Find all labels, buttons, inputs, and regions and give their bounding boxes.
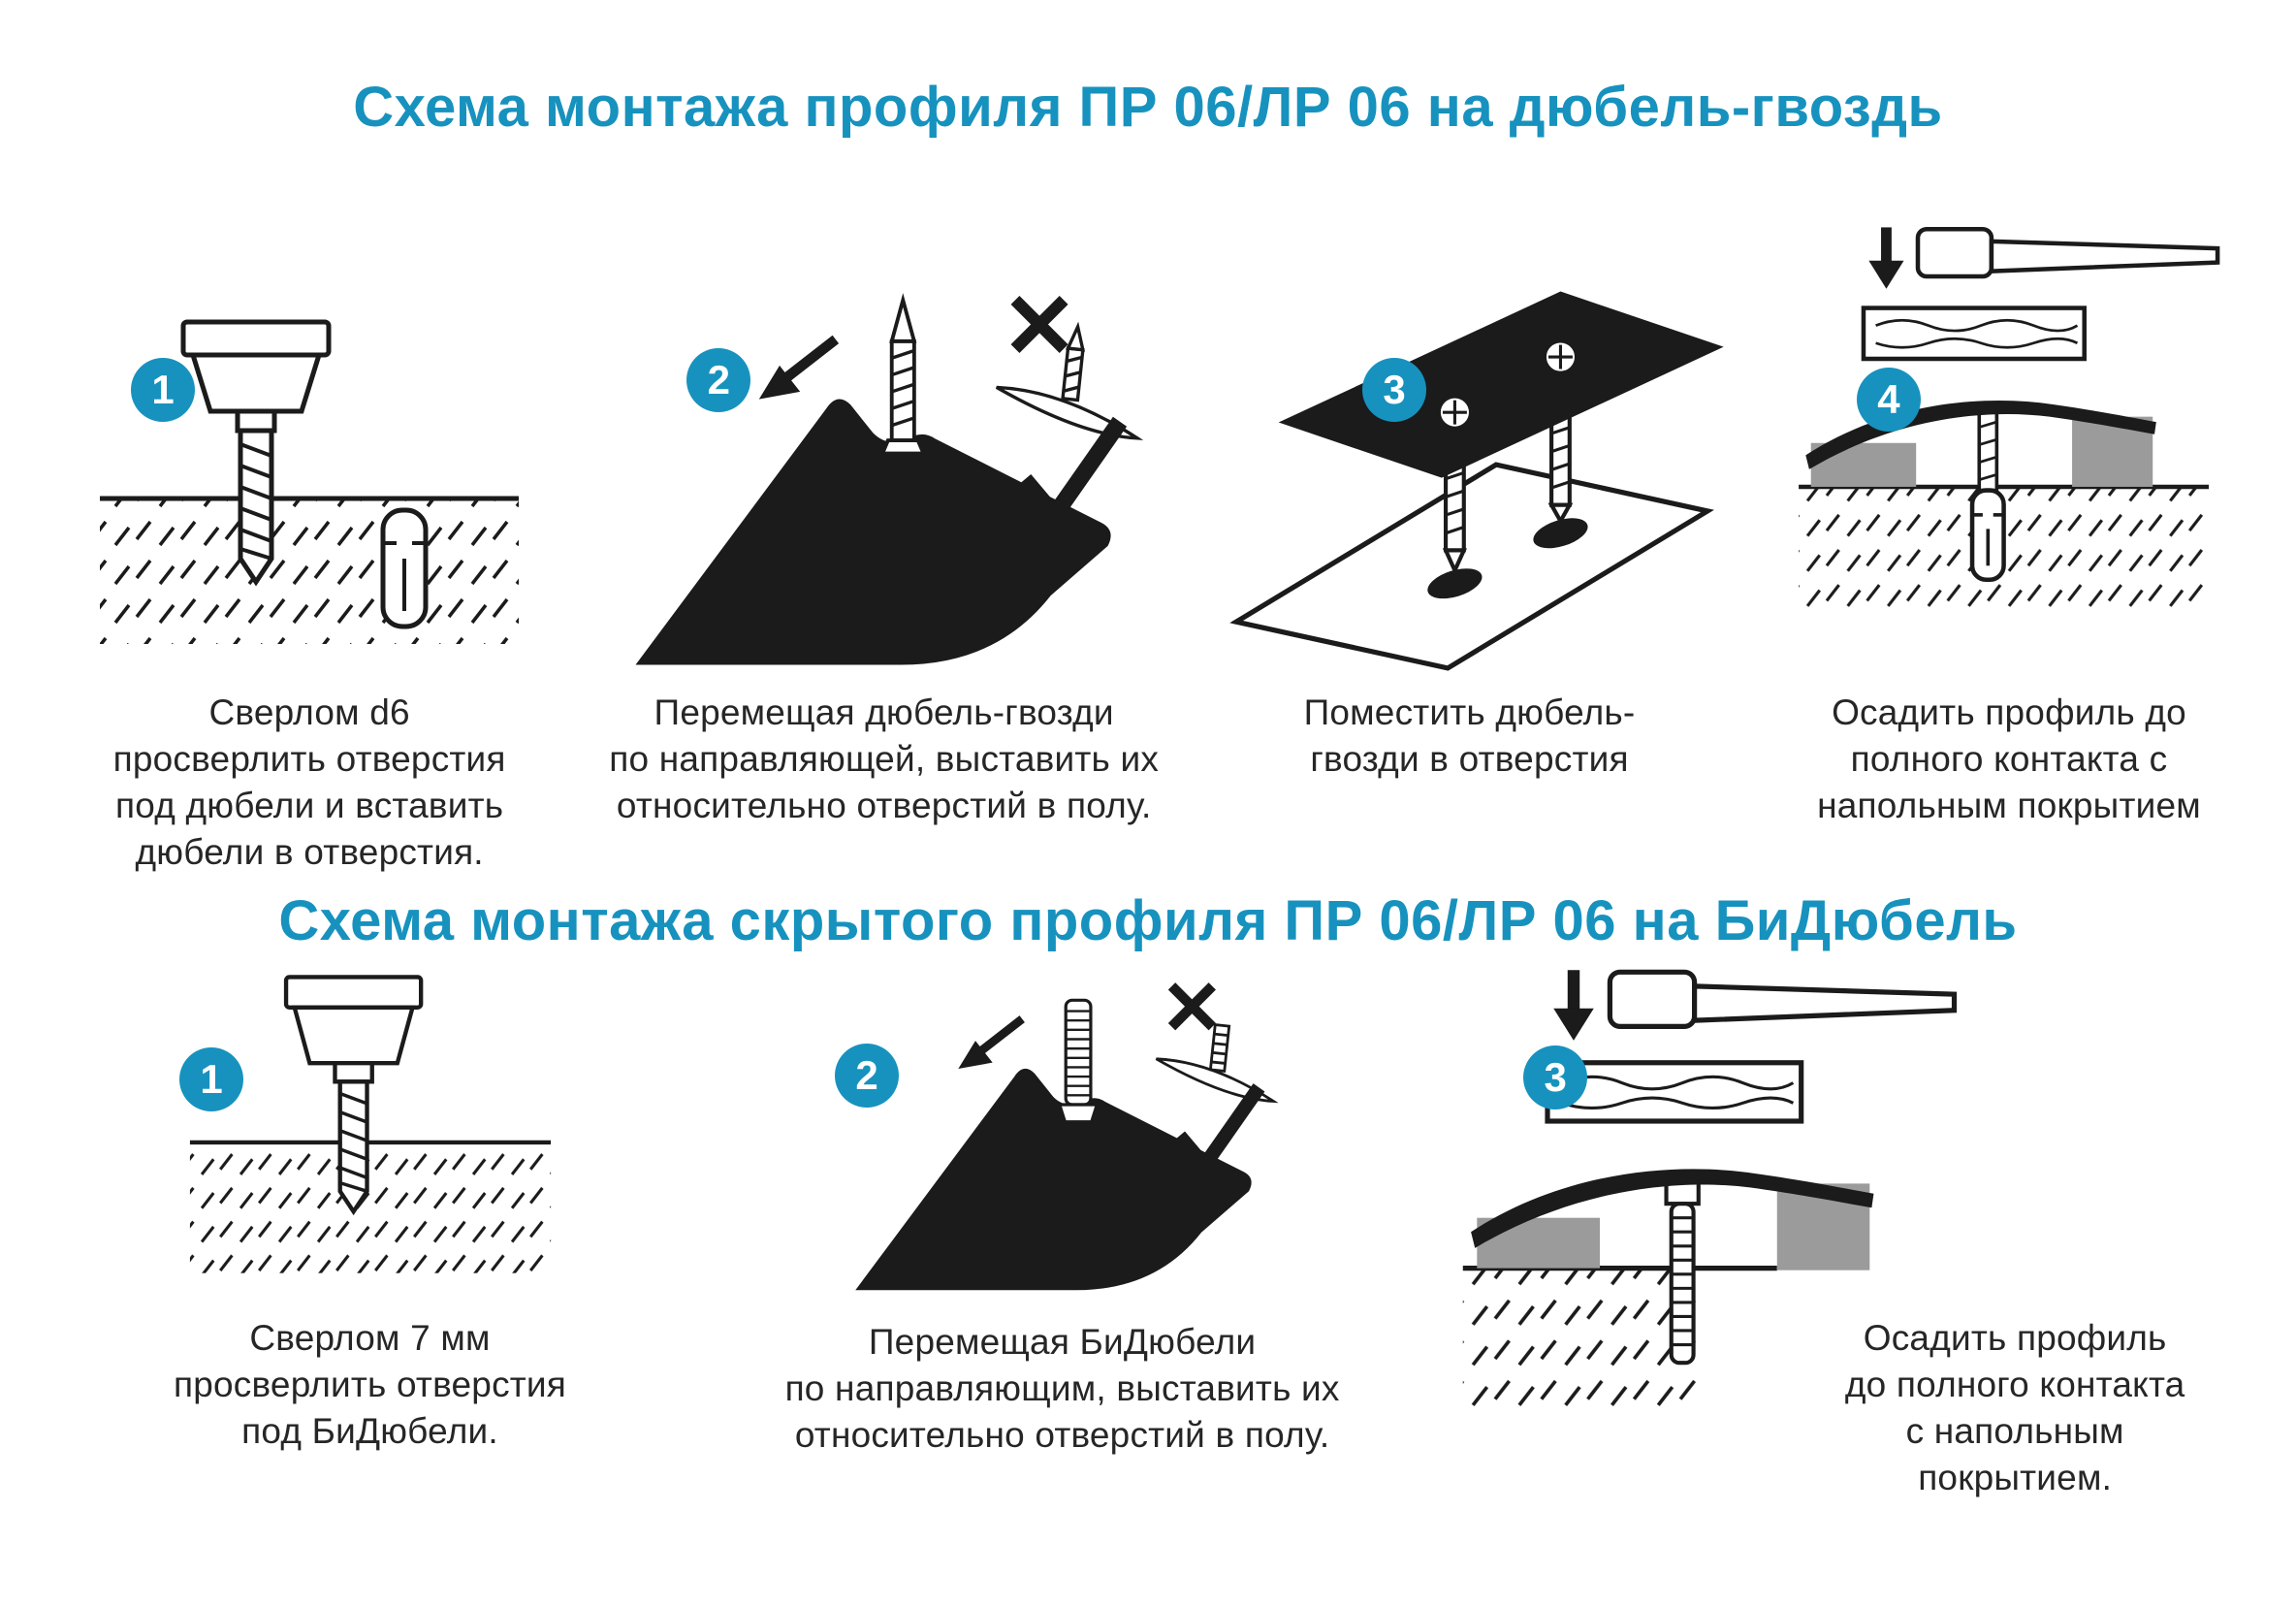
- drill-icon-large: [189, 975, 551, 1273]
- dowel-nail-threads: [890, 348, 915, 427]
- step-number-badge: 4: [1856, 367, 1921, 432]
- hammer-seat-profile-icon: [1799, 226, 2220, 615]
- profile-slide-bidowel-icon: [854, 981, 1279, 1290]
- ground-hatch: [1462, 1265, 1777, 1407]
- slide-arrow-icon: [758, 335, 839, 400]
- profile-strip: [1278, 291, 1724, 478]
- step-caption: Перемещая БиДюбели по направляющим, выст…: [784, 1321, 1340, 1455]
- step-1-2: 2: [551, 193, 1217, 829]
- step-caption: Осадить профиль до полного контакта с на…: [1817, 691, 2201, 825]
- step-caption: Осадить профиль до полного контакта с на…: [1844, 1317, 2185, 1498]
- drill-and-dowel-illustration: [68, 193, 551, 678]
- step-1-3: 3: [1217, 193, 1724, 783]
- bidowel-stud: [1664, 1178, 1701, 1366]
- dowel-nails-into-holes-icon: [1228, 291, 1724, 671]
- screw-head-crosses: [1442, 344, 1573, 425]
- drill-icon: [180, 319, 332, 587]
- wood-block-icon: [1545, 1059, 1804, 1124]
- profile-ramp: [635, 399, 1111, 665]
- step-2-1: 1: [0, 974, 643, 1455]
- hole: [1426, 567, 1483, 598]
- check-icon: [1173, 1082, 1265, 1177]
- step-number-badge: 3: [1523, 1045, 1588, 1110]
- section-1-title: Схема монтажа профиля ПР 06/ЛР 06 на дюб…: [353, 76, 1943, 139]
- step-number-badge: 1: [131, 357, 195, 422]
- drill-bit-threads: [239, 441, 272, 561]
- step-number-badge: 2: [835, 1043, 900, 1108]
- bidowel-threads: [1065, 1010, 1091, 1097]
- ground-hatch: [100, 496, 520, 644]
- hammer-seat-profile-bidowel-illustration: Осадить профиль до полного контакта с на…: [1423, 969, 2296, 1497]
- hammer-seat-profile-illustration: [1722, 193, 2296, 678]
- step-number-badge: 3: [1362, 357, 1427, 422]
- profile-strip: [1471, 1169, 1874, 1248]
- profile-ramp: [854, 1068, 1252, 1290]
- dowel-nails-into-holes-illustration: [1217, 193, 1724, 678]
- profile-slide-bidowel-illustration: [701, 974, 1423, 1307]
- dowel-in-ground: [1969, 487, 2006, 582]
- drill-bit-threads: [338, 1091, 367, 1193]
- drill-illustration: [97, 974, 643, 1303]
- down-arrow-icon: [1553, 969, 1594, 1041]
- hole: [1532, 517, 1588, 548]
- profile-slide-dowel-nail-icon: [635, 292, 1143, 665]
- fastener-threads: [1445, 425, 1570, 534]
- profile-slide-dowel-nail-illustration: [551, 193, 1217, 678]
- step-caption: Сверлом 7 мм просверлить отверстия под Б…: [173, 1317, 567, 1451]
- slide-arrow-icon: [957, 1014, 1025, 1069]
- check-icon: [1017, 416, 1127, 530]
- cross-icon: [1010, 295, 1068, 353]
- bidowel-stud-icon: [1057, 998, 1100, 1124]
- step-caption: Поместить дюбель- гвозди в отверстия: [1303, 691, 1636, 779]
- step-caption: Сверлом d6 просверлить отверстия под дюб…: [112, 691, 506, 872]
- section-1-steps-row: 1: [0, 193, 2296, 876]
- down-arrow-icon: [1868, 227, 1904, 289]
- step-1-1: 1: [0, 193, 551, 876]
- hammer-icon: [1915, 226, 2220, 278]
- wrong-placement-sketch: [995, 321, 1143, 440]
- floor-plane: [1228, 462, 1714, 671]
- drill-and-dowel-icon: [100, 319, 520, 644]
- dowel-nail-shaft: [1977, 407, 1999, 493]
- wrong-placement-sketch: [1155, 1022, 1279, 1103]
- step-1-4: 4: [1722, 193, 2296, 829]
- dowel-icon: [380, 507, 429, 629]
- cross-icon: [1167, 981, 1216, 1031]
- ground-hatch: [189, 1140, 551, 1273]
- section-2-steps-row: 1: [0, 969, 2296, 1497]
- hammer-seat-profile-bidowel-icon: [1462, 969, 1958, 1407]
- step-caption: Перемещая дюбель-гвозди по направляющей,…: [609, 691, 1160, 825]
- step-number-badge: 1: [179, 1046, 243, 1111]
- step-2-3: 3: [1423, 969, 2296, 1497]
- step-number-badge: 2: [686, 347, 751, 412]
- dowel-nail-icon: [878, 292, 927, 456]
- hammer-icon: [1607, 969, 1958, 1029]
- wood-block-icon: [1861, 306, 2087, 361]
- step-2-2: 2: [643, 974, 1423, 1459]
- section-2-title: Схема монтажа скрытого профиля ПР 06/ЛР …: [278, 889, 2018, 953]
